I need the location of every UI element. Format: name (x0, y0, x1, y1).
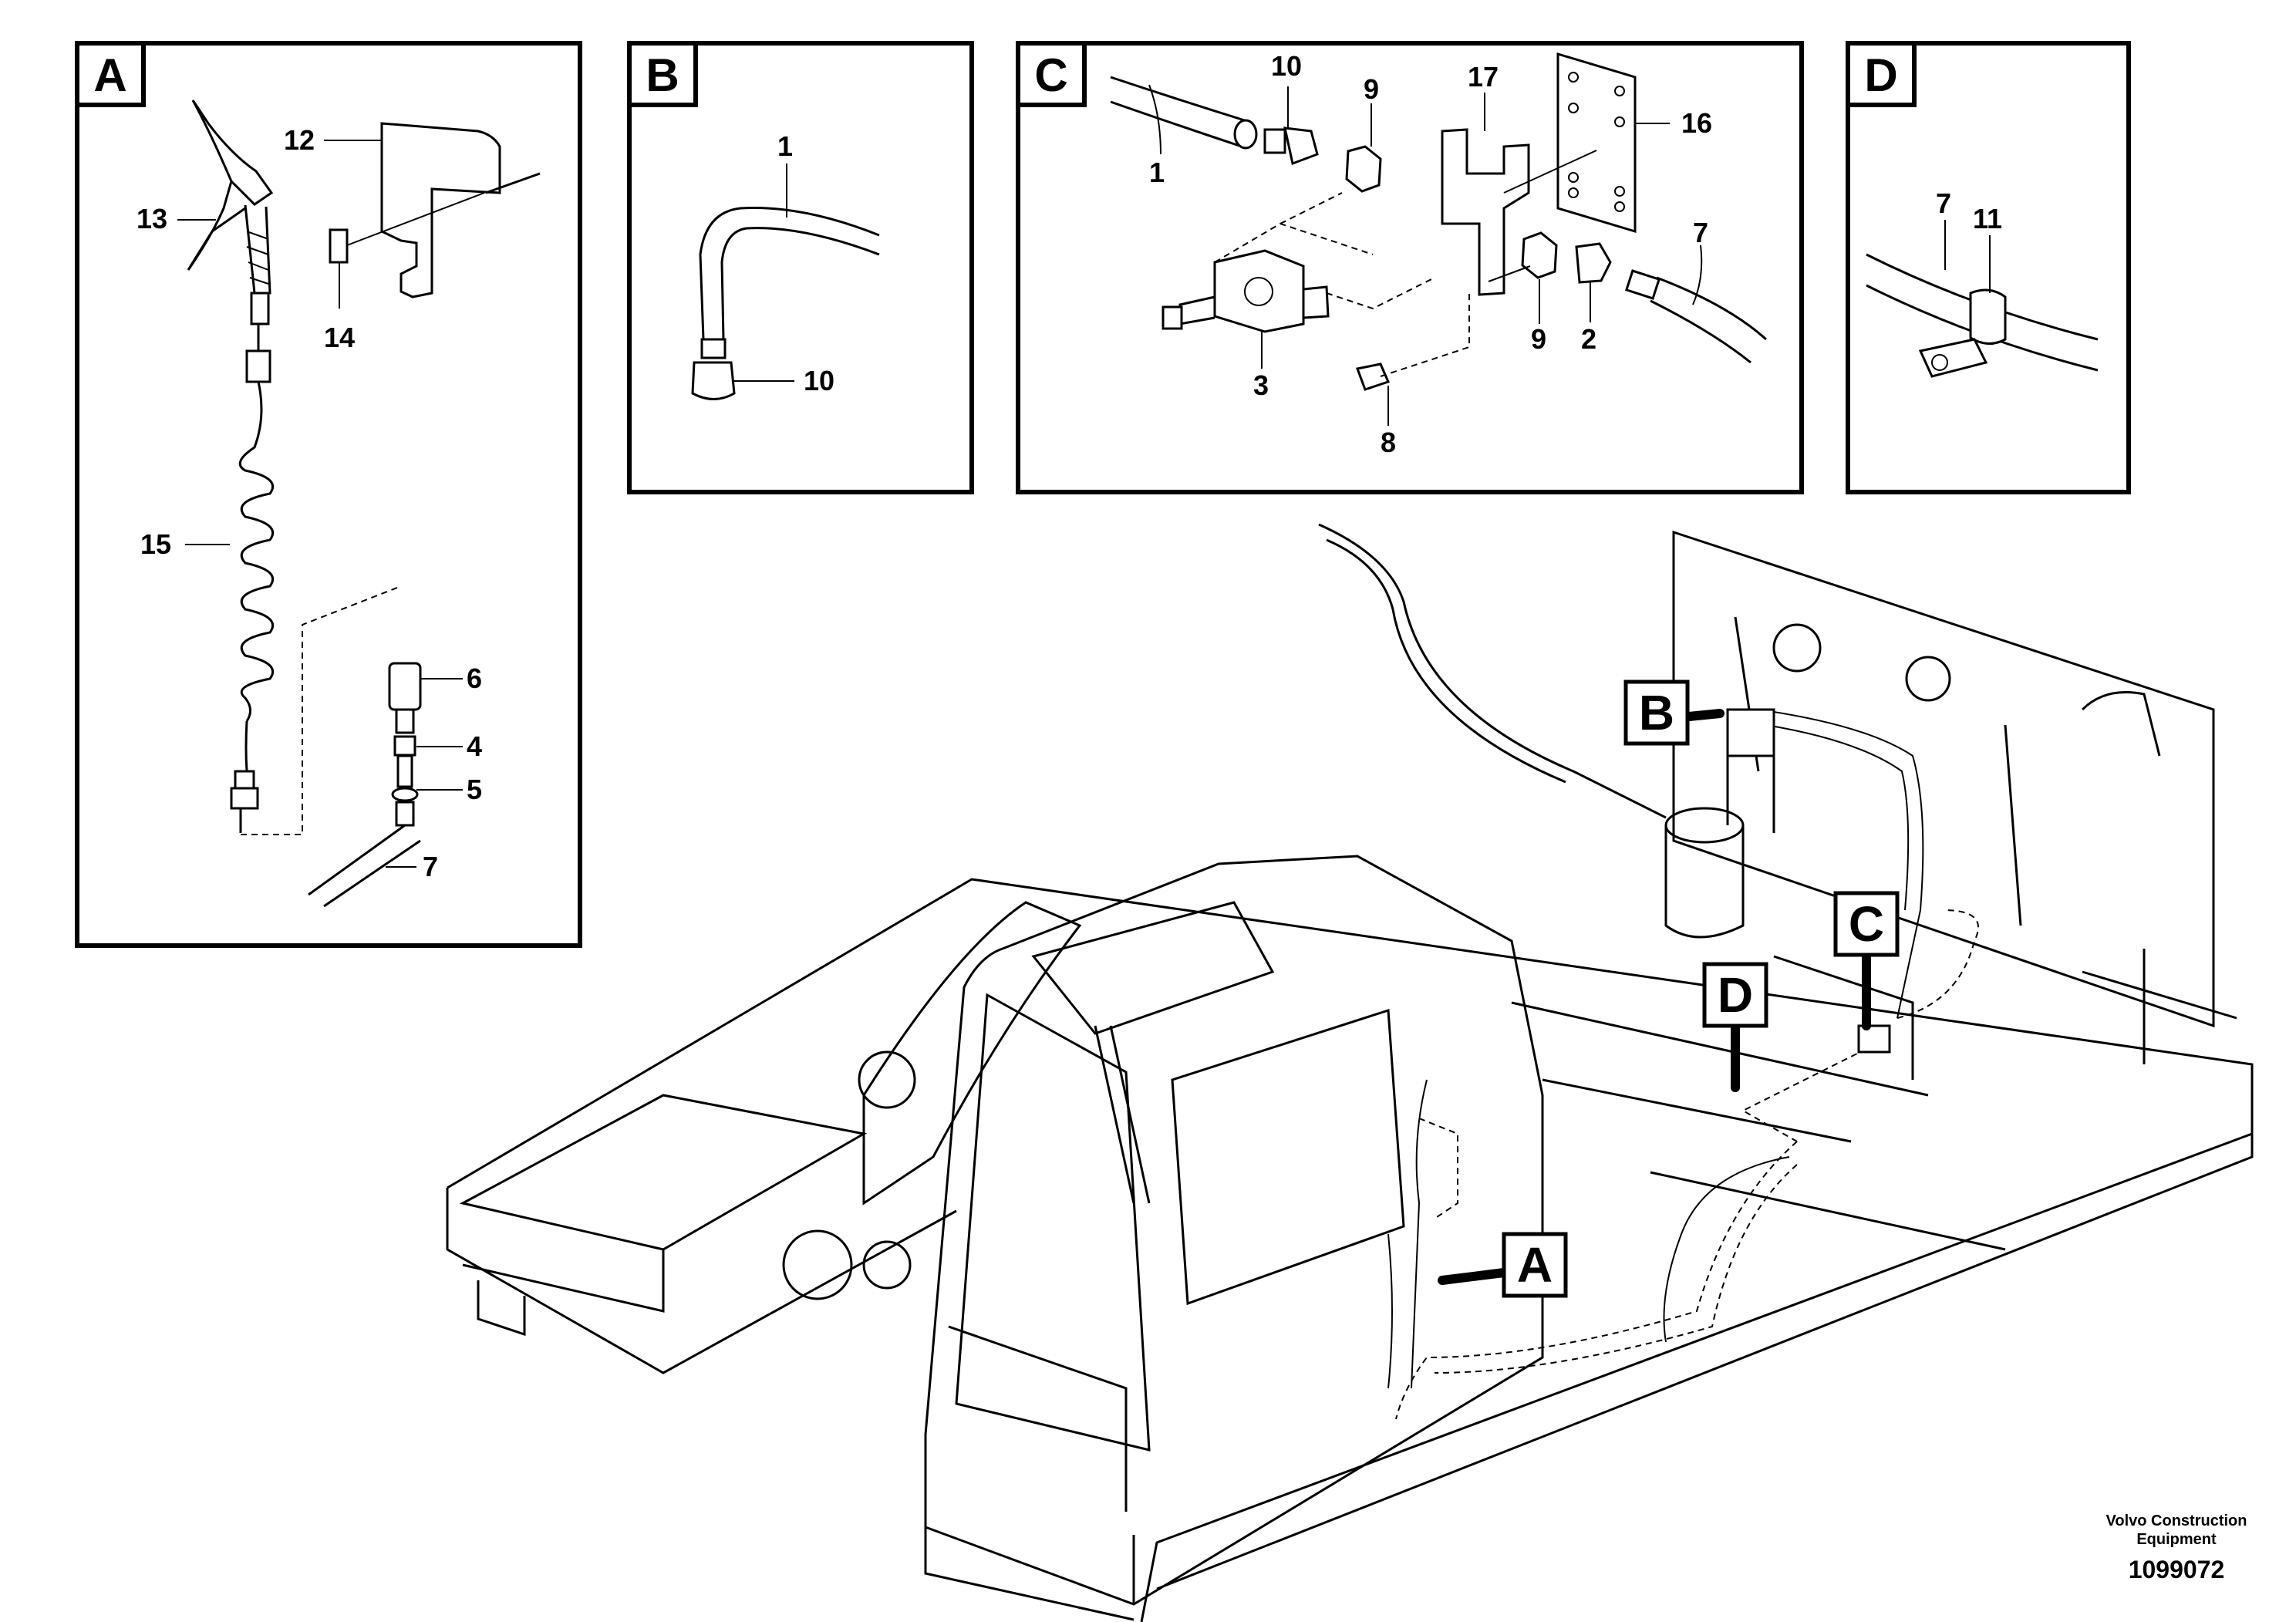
callout-c-17: 17 (1468, 61, 1499, 93)
callout-a-12: 12 (284, 124, 315, 156)
machine-frame-drawing (446, 523, 2254, 1622)
location-tag-c: C (1833, 891, 1900, 957)
callout-d-7: 7 (1936, 187, 1951, 219)
callout-a-14: 14 (324, 322, 355, 353)
detail-panel-b: B 1 10 (627, 41, 974, 494)
callout-a-15: 15 (140, 528, 171, 560)
credit-line-2: Equipment (2136, 1531, 2217, 1548)
callout-c-10: 10 (1271, 50, 1302, 82)
panel-c-letter: C (1034, 49, 1067, 101)
svg-text:A: A (1517, 1237, 1553, 1293)
callout-c-7: 7 (1693, 217, 1708, 248)
svg-text:C: C (1849, 896, 1884, 952)
coupling-parts-drawing (241, 585, 422, 908)
callout-a-7: 7 (423, 851, 438, 882)
pointer-a (1438, 1268, 1509, 1285)
location-tag-d: D (1702, 962, 1768, 1028)
callout-a-5: 5 (467, 774, 482, 805)
svg-text:B: B (1639, 685, 1674, 740)
callout-a-6: 6 (467, 663, 482, 694)
hose-clamp-drawing (1866, 253, 2099, 378)
callout-c-16: 16 (1681, 107, 1712, 139)
credit-line-1: Volvo Construction (2106, 1512, 2247, 1529)
valve-3-drawing (1161, 249, 1330, 333)
callout-b-1: 1 (777, 130, 793, 162)
callout-c-9-bottom: 9 (1531, 323, 1546, 355)
callout-d-11: 11 (1973, 203, 2002, 234)
coil-hose-drawing (230, 381, 275, 833)
callout-c-3: 3 (1253, 369, 1269, 401)
panel-a-letter: A (93, 49, 126, 101)
panel-b-letter: B (646, 49, 679, 101)
callout-c-1: 1 (1149, 157, 1165, 188)
callout-c-8: 8 (1381, 427, 1396, 458)
callout-c-2: 2 (1581, 323, 1596, 355)
detail-panel-c: C (1016, 41, 1804, 494)
drawing-number: 1099072 (2129, 1556, 2225, 1583)
hose-1-drawing (1110, 76, 1319, 166)
hose-end-drawing (691, 206, 880, 400)
location-tag-a: A (1502, 1232, 1568, 1298)
panel-d-letter: D (1864, 49, 1897, 101)
callout-a-13: 13 (137, 203, 167, 234)
detail-panel-d: D 7 11 (1846, 41, 2131, 494)
bracket-drawing (329, 122, 541, 298)
callout-c-9-top: 9 (1364, 73, 1379, 105)
air-hose-routing (1387, 708, 1979, 1420)
detail-panel-a: A (75, 41, 582, 948)
callout-a-4: 4 (467, 730, 482, 762)
blow-gun-drawing (187, 99, 274, 383)
svg-text:D: D (1718, 967, 1753, 1023)
callout-b-10: 10 (804, 365, 834, 396)
location-tag-b: B (1623, 679, 1690, 746)
